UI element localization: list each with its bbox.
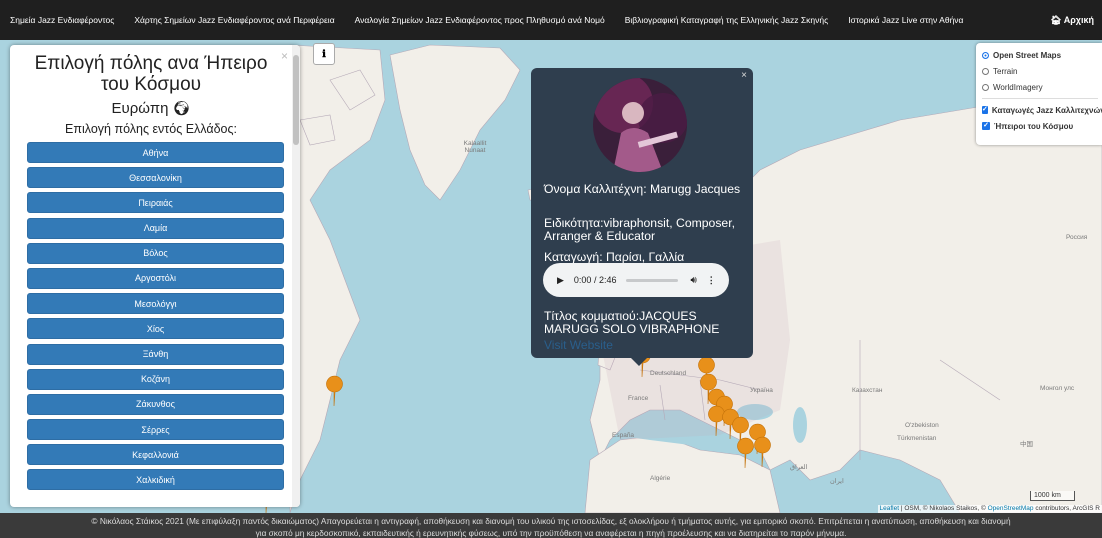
nav-link-map-by-region[interactable]: Χάρτης Σημείων Jazz Ενδιαφέροντος ανά Πε… [134, 15, 335, 25]
sidebar-title: Επιλογή πόλης ανα Ήπειρο του Κόσμου [34, 53, 268, 95]
label-uzbekistan: O'zbekiston [905, 422, 939, 429]
label-mongolia: Монгол улс [1040, 385, 1075, 392]
map-attribution: Leaflet | OSM, © Nikolaos Staikos, © Ope… [877, 505, 1102, 513]
sidebar-content: Επιλογή πόλης ανα Ήπειρο του Κόσμου Ευρώ… [10, 45, 292, 507]
audio-time: 0:00 / 2:46 [573, 275, 617, 285]
popup-specialty: Ειδικότητα:vibraphonsit, Composer, Arran… [544, 216, 735, 243]
marker-greece-4[interactable] [732, 416, 749, 448]
osm-link[interactable]: OpenStreetMap [987, 505, 1034, 512]
land-canada-islands [299, 69, 376, 146]
overlay-artists[interactable]: ✓Καταγωγές Jazz Καλλιτεχνών [982, 105, 1102, 115]
popup-track: Τίτλος κομματιού:JACQUES MARUGG SOLO VIB… [544, 309, 720, 336]
checkbox-continents[interactable]: ✓ [982, 122, 990, 130]
city-button[interactable]: Βόλος [27, 242, 284, 264]
artist-popup: × Όνομα Καλλιτέχνη: Marugg Jacques Ειδικ… [531, 68, 753, 358]
city-button[interactable]: Χίος [27, 318, 284, 340]
artist-photo [593, 78, 687, 172]
home-link[interactable]: 🏠︎ Αρχική [1050, 0, 1094, 40]
audio-progress[interactable] [626, 278, 679, 282]
label-iran: ایران [830, 478, 844, 485]
city-button[interactable]: Κοζάνη [27, 368, 284, 390]
label-greenland: Kalaallit Nunaat [463, 140, 487, 154]
footer-line-1: © Νικόλαος Στάικος 2021 (Με επιφύλαξη πα… [91, 516, 1011, 526]
city-button[interactable]: Χαλκιδική [27, 469, 284, 491]
city-button[interactable]: Σέρρες [27, 419, 284, 441]
label-algerie: Algérie [650, 475, 671, 482]
marker-crete-2[interactable] [754, 436, 771, 468]
city-button[interactable]: Αργοστόλι [27, 267, 284, 289]
globe-icon: 🌍︎ [172, 100, 191, 116]
radio-terrain[interactable] [982, 67, 989, 75]
audio-player[interactable]: ▶ 0:00 / 2:46 🔊︎ ⋮ [543, 263, 729, 297]
layer-osm[interactable]: Open Street Maps [982, 47, 1102, 63]
label-deutschland: Deutschland [650, 370, 687, 377]
marker-crete-1[interactable] [737, 437, 754, 469]
layer-terrain[interactable]: Terrain [982, 63, 1102, 79]
top-nav: Σημεία Jazz Ενδιαφέροντος Χάρτης Σημείων… [0, 0, 1102, 40]
continent-heading: Ευρώπη 🌍︎ [10, 100, 292, 117]
marker-north-america[interactable] [326, 375, 343, 407]
artist-markers[interactable] [259, 346, 771, 513]
info-icon: ℹ [322, 48, 326, 60]
land-north-america [289, 44, 386, 513]
visit-website-link[interactable]: Visit Website [544, 338, 613, 352]
city-button[interactable]: Λαμία [27, 217, 284, 239]
home-icon: 🏠︎ [1050, 14, 1062, 25]
city-button[interactable]: Ξάνθη [27, 343, 284, 365]
scrollbar-thumb[interactable] [293, 55, 299, 145]
sea-caspian [793, 407, 807, 443]
label-russia: Россия [1066, 234, 1088, 241]
borders [639, 340, 1001, 460]
radio-osm[interactable] [982, 51, 989, 59]
label-iraq: العراق [790, 464, 808, 471]
footer: © Νικόλαος Στάικος 2021 (Με επιφύλαξη πα… [0, 513, 1102, 538]
sea-black [737, 404, 773, 420]
sidebar-scrollbar[interactable] [292, 45, 300, 507]
label-china: 中国 [1020, 441, 1033, 448]
label-kazakhstan: Казахстан [852, 387, 883, 394]
continent-name: Ευρώπη [111, 100, 169, 117]
marker-greece-2[interactable] [708, 405, 725, 437]
nav-link-jazz-points[interactable]: Σημεία Jazz Ενδιαφέροντος [10, 15, 115, 25]
city-button[interactable]: Ζάκυνθος [27, 393, 284, 415]
map-scale: 1000 km [1030, 491, 1075, 501]
popup-tip [630, 357, 648, 366]
nav-link-historic-live[interactable]: Ιστορικά Jazz Live στην Αθήνα [848, 15, 964, 25]
label-espana: España [612, 432, 635, 439]
city-button[interactable]: Πειραιάς [27, 192, 284, 214]
map-info-button[interactable]: ℹ [313, 43, 335, 65]
checkbox-artists[interactable]: ✓ [982, 106, 988, 114]
marker-balkans-1[interactable] [700, 373, 717, 405]
footer-line-2: για σκοπό μη κερδοσκοπικό, εκπαιδευτικής… [255, 528, 847, 538]
city-button[interactable]: Θεσσαλονίκη [27, 167, 284, 189]
label-france: France [628, 395, 649, 402]
more-options-icon[interactable]: ⋮ [706, 274, 716, 285]
city-button[interactable]: Μεσολόγγι [27, 293, 284, 315]
popup-artist-name: Όνομα Καλλιτέχνη: Marugg Jacques [544, 182, 741, 196]
label-ukraina: Україна [750, 387, 773, 394]
overlay-continents[interactable]: ✓Ήπειροι του Κόσμου [982, 121, 1074, 131]
sidebar-close-button[interactable]: × [280, 49, 288, 63]
label-turkmenistan: Türkmenistan [897, 435, 937, 442]
play-icon[interactable]: ▶ [557, 274, 564, 285]
popup-close-button[interactable]: × [741, 70, 747, 81]
city-button[interactable]: Κεφαλλονιά [27, 444, 284, 466]
nav-link-ratio-population[interactable]: Αναλογία Σημείων Jazz Ενδιαφέροντος προς… [354, 15, 605, 25]
layer-separator [982, 98, 1098, 99]
layer-control[interactable]: Open Street Maps Terrain WorldImagery ✓Κ… [976, 43, 1102, 145]
volume-icon[interactable]: 🔊︎ [690, 274, 697, 286]
layer-worldimagery[interactable]: WorldImagery [982, 79, 1102, 95]
city-sidebar: Επιλογή πόλης ανα Ήπειρο του Κόσμου Ευρώ… [10, 45, 300, 507]
radio-worldimagery[interactable] [982, 83, 989, 91]
leaflet-link[interactable]: Leaflet [879, 505, 900, 512]
nav-link-bibliography[interactable]: Βιβλιογραφική Καταγραφή της Ελληνικής Ja… [624, 15, 829, 25]
land-africa [584, 434, 781, 513]
city-button[interactable]: Αθήνα [27, 142, 284, 163]
home-label: Αρχική [1063, 15, 1094, 25]
popup-origin: Καταγωγή: Παρίσι, Γαλλία [544, 250, 685, 264]
land-greenland [389, 44, 521, 201]
sidebar-subtitle: Επιλογή πόλης εντός Ελλάδος: [65, 122, 237, 136]
sea-mediterranean [615, 425, 745, 450]
